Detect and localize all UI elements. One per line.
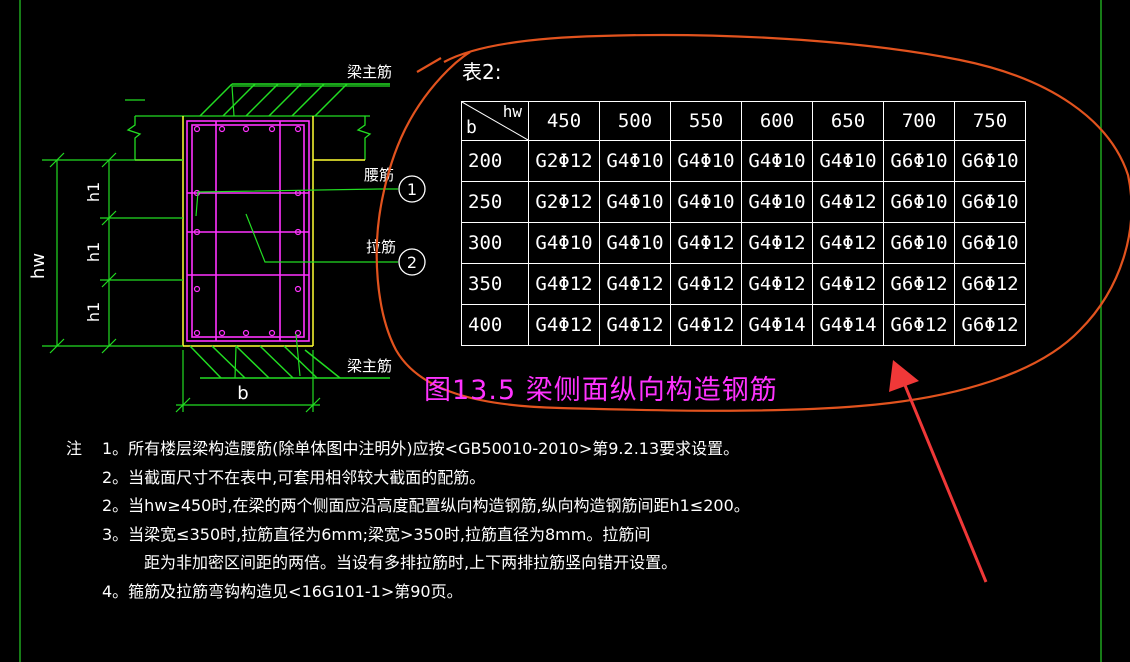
- bottom-bar-label: 梁主筋: [347, 357, 392, 375]
- dimension-lines: [42, 152, 321, 413]
- table-cell: G4Φ12: [741, 263, 813, 305]
- table-cell: G4Φ12: [528, 304, 600, 346]
- h1-label-top: h1: [84, 182, 103, 202]
- beam-section: 1 2 梁主筋 梁主筋 腰筋 拉筋 hw h1 h1: [28, 63, 426, 413]
- table-cell: G6Φ10: [883, 222, 955, 264]
- callout-2-circle: [398, 248, 426, 276]
- annotation-stroke-tail: [416, 57, 442, 73]
- table-cell: G4Φ14: [812, 304, 884, 346]
- row-header: 350: [461, 263, 529, 305]
- h1-label-middle: h1: [84, 242, 103, 262]
- column-header: 500: [599, 101, 671, 141]
- table-cell: G4Φ10: [670, 140, 742, 182]
- table-cell: G4Φ12: [670, 304, 742, 346]
- table-cell: G4Φ10: [599, 222, 671, 264]
- notes-body: 1。所有楼层梁构造腰筋(除单体图中注明外)应按<GB50010-2010>第9.…: [102, 435, 750, 606]
- table-cell: G6Φ10: [883, 140, 955, 182]
- row-header: 250: [461, 181, 529, 223]
- table-cell: G4Φ10: [599, 140, 671, 182]
- corner-diagonal: [462, 102, 528, 140]
- table-header-row: b hw 450 500 550 600 650 700 750: [461, 101, 1026, 141]
- table-title: 表2:: [462, 60, 502, 84]
- bottom-hatch: [189, 345, 390, 379]
- table-cell: G4Φ10: [528, 222, 600, 264]
- callout-1: 1: [407, 180, 417, 199]
- corner-col-label: hw: [502, 102, 522, 121]
- table-cell: G6Φ10: [954, 222, 1026, 264]
- tie-bar-label: 拉筋: [366, 238, 396, 256]
- table-cell: G4Φ12: [812, 222, 884, 264]
- table-cell: G4Φ12: [670, 222, 742, 264]
- note-line: 2。当截面尺寸不在表中,可套用相邻较大截面的配筋。: [102, 467, 486, 487]
- table-cell: G4Φ14: [741, 304, 813, 346]
- note-line: 3。当梁宽≤350时,拉筋直径为6mm;梁宽>350时,拉筋直径为8mm。拉筋间: [102, 524, 651, 544]
- column-header: 600: [741, 101, 813, 141]
- annotation-ellipse: [375, 33, 1130, 412]
- column-header: 450: [528, 101, 600, 141]
- column-header: 650: [812, 101, 884, 141]
- corner-row-label: b: [466, 117, 477, 138]
- table-cell: G4Φ10: [741, 140, 813, 182]
- beam-outline: [135, 116, 365, 347]
- top-bar-label: 梁主筋: [347, 63, 392, 81]
- leader-lines: [195, 85, 398, 379]
- table-cell: G4Φ12: [528, 263, 600, 305]
- table-cell: G4Φ12: [812, 181, 884, 223]
- annotation-arrow: [889, 360, 988, 583]
- callout-2: 2: [407, 253, 417, 272]
- figure-title: 图13.5 梁侧面纵向构造钢筋: [424, 375, 778, 406]
- table-cell: G6Φ10: [883, 181, 955, 223]
- column-header: 700: [883, 101, 955, 141]
- table-cell: G4Φ10: [599, 181, 671, 223]
- column-header: 750: [954, 101, 1026, 141]
- table-cell: G4Φ12: [812, 263, 884, 305]
- slab-outline: [125, 99, 372, 160]
- row-header: 400: [461, 304, 529, 346]
- table-cell: G4Φ10: [670, 181, 742, 223]
- row-header: 200: [461, 140, 529, 182]
- table-cell: G6Φ10: [954, 140, 1026, 182]
- table-corner-cell: b hw: [461, 101, 529, 141]
- table-cell: G4Φ10: [812, 140, 884, 182]
- table-cell: G2Φ12: [528, 140, 600, 182]
- notes-label: 注: [66, 439, 83, 458]
- b-label: b: [237, 383, 248, 404]
- h1-label-bottom: h1: [84, 302, 103, 322]
- callout-1-circle: [398, 175, 426, 203]
- stirrups: [186, 120, 310, 342]
- note-line: 2。当hw≥450时,在梁的两个侧面应沿高度配置纵向构造钢筋,纵向构造钢筋间距h…: [102, 496, 750, 515]
- note-line: 距为非加密区间距的两倍。当设有多排拉筋时,上下两排拉筋竖向错开设置。: [144, 553, 678, 572]
- table-cell: G4Φ12: [741, 222, 813, 264]
- table-cell: G4Φ12: [599, 304, 671, 346]
- table-cell: G4Φ10: [741, 181, 813, 223]
- table-cell: G6Φ10: [954, 181, 1026, 223]
- top-hatch: [199, 83, 390, 117]
- column-header: 550: [670, 101, 742, 141]
- note-line: 4。箍筋及拉筋弯钩构造见<16G101-1>第90页。: [102, 581, 463, 601]
- table-cell: G4Φ12: [670, 263, 742, 305]
- note-line: 1。所有楼层梁构造腰筋(除单体图中注明外)应按<GB50010-2010>第9.…: [102, 439, 740, 458]
- table-cell: G6Φ12: [883, 304, 955, 346]
- table-cell: G6Φ12: [883, 263, 955, 305]
- hw-label: hw: [28, 253, 49, 279]
- table-cell: G6Φ12: [954, 304, 1026, 346]
- table-cell: G4Φ12: [599, 263, 671, 305]
- row-header: 300: [461, 222, 529, 264]
- table-cell: G6Φ12: [954, 263, 1026, 305]
- table-cell: G2Φ12: [528, 181, 600, 223]
- rebar-dots: [193, 125, 302, 337]
